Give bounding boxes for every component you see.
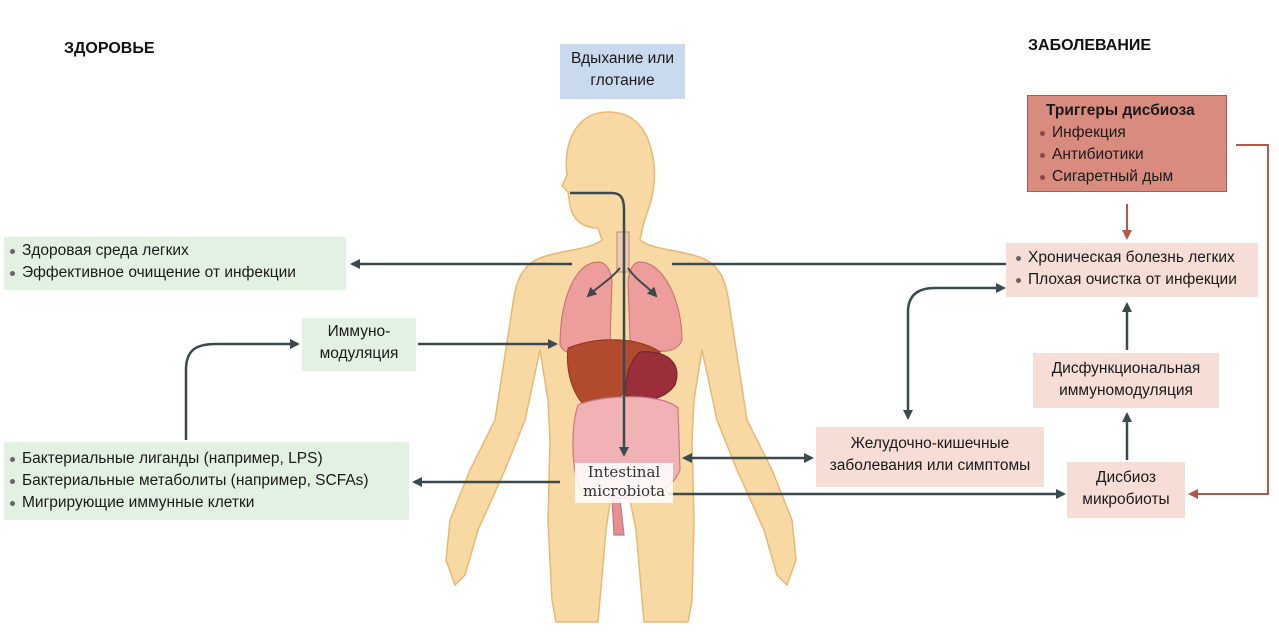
trigger-item: Сигаретный дым [1038, 166, 1226, 188]
arrow-triggers-to-dysbiosis [1188, 144, 1269, 499]
disease-heading: ЗАБОЛЕВАНИЕ [1028, 37, 1152, 54]
microbiota-line2: microbiota [582, 482, 666, 500]
dysimmuno-line2: иммуномодуляция [1059, 382, 1193, 399]
inhale-line1: Вдыхание или [570, 50, 675, 67]
arrow-bacterial-to-immuno [184, 339, 300, 440]
bacterial-item: Бактериальные метаболиты (например, SCFA… [8, 470, 409, 492]
health-heading: ЗДОРОВЬЕ [64, 40, 155, 57]
bacterial-item: Мигрирующие иммунные клетки [8, 492, 409, 514]
ingestion-path [570, 191, 629, 457]
gi-line2: заболевания или симптомы [829, 457, 1031, 474]
immuno-line2: модуляция [319, 345, 399, 362]
healthy-lung-item: Эффективное очищение от инфекции [8, 262, 346, 284]
gi-disease-box: Желудочно-кишечные заболевания или симпт… [816, 427, 1044, 487]
trigger-item: Инфекция [1038, 122, 1226, 144]
gi-line1: Желудочно-кишечные [850, 435, 1010, 452]
lung-disease-box: Хроническая болезнь легких Плохая очистк… [1006, 243, 1258, 297]
intestinal-microbiota-label: Intestinal microbiota [575, 463, 673, 503]
inhale-box: Вдыхание или глотание [560, 44, 685, 99]
airway-branch-right [627, 267, 658, 298]
lung-disease-item: Хроническая болезнь легких [1014, 247, 1258, 269]
healthy-lung-box: Здоровая среда легких Эффективное очищен… [4, 237, 346, 290]
dysbiosis-triggers-box: Триггеры дисбиоза Инфекция Антибиотики С… [1027, 95, 1227, 192]
bacterial-item: Бактериальные лиганды (например, LPS) [8, 448, 409, 470]
triggers-title: Триггеры дисбиоза [1046, 102, 1195, 119]
microbiota-line1: Intestinal [587, 463, 661, 481]
inhale-line2: глотание [590, 72, 655, 89]
lungs [559, 261, 683, 356]
lung-disease-item: Плохая очистка от инфекции [1014, 269, 1258, 291]
trigger-item: Антибиотики [1038, 144, 1226, 166]
immunomodulation-box: Иммуно- модуляция [302, 318, 416, 371]
dysimmuno-line1: Дисфункциональная [1051, 360, 1201, 377]
arrow-gi-lung-disease [903, 283, 1006, 420]
airway-branch-left [586, 267, 621, 298]
immuno-line1: Иммуно- [327, 323, 391, 340]
dysfunctional-immunomodulation-box: Дисфункциональная иммуномодуляция [1033, 353, 1219, 408]
dysbiosis-line2: микробиоты [1082, 491, 1170, 508]
dysbiosis-line1: Дисбиоз [1096, 469, 1156, 486]
bacterial-factors-box: Бактериальные лиганды (например, LPS) Ба… [4, 442, 409, 520]
microbiota-dysbiosis-box: Дисбиоз микробиоты [1067, 462, 1185, 518]
healthy-lung-item: Здоровая среда легких [8, 240, 346, 262]
